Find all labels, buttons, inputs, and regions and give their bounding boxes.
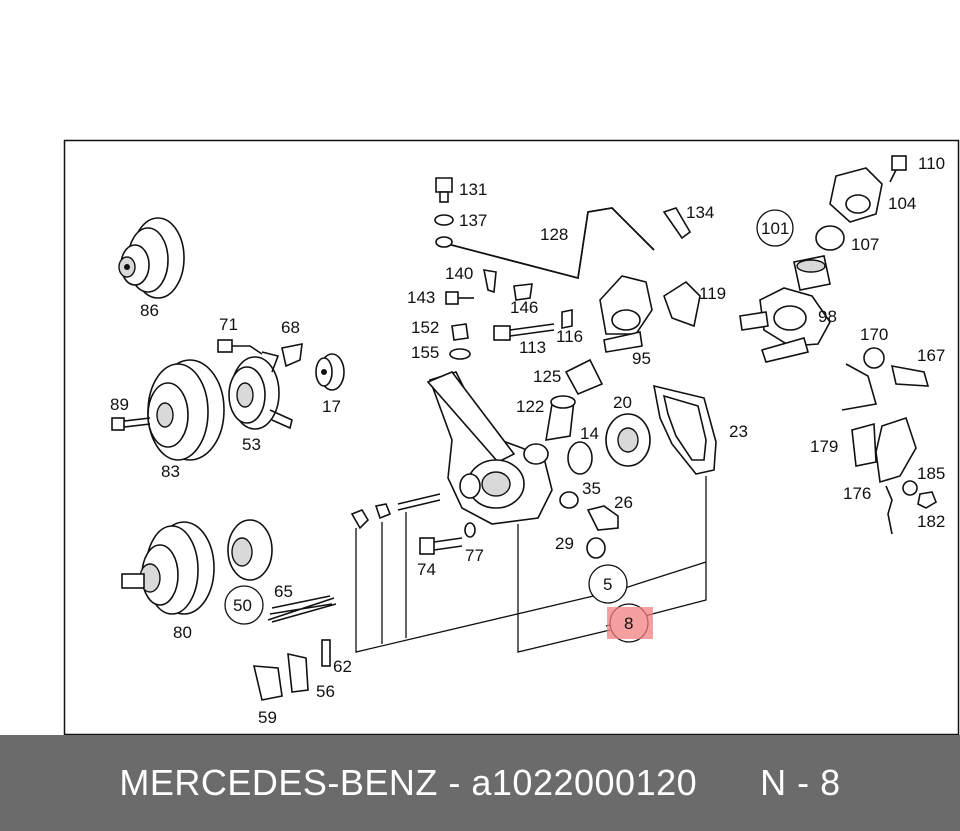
group-line — [355, 476, 707, 653]
callout-label: 143 — [407, 288, 435, 307]
stud-part — [350, 493, 441, 530]
callout-label: 155 — [411, 343, 439, 362]
footer-caption: MERCEDES-BENZ - a1022000120 N - 8 — [0, 735, 960, 831]
callout-label: 89 — [110, 395, 129, 414]
gasket-part — [663, 280, 701, 328]
callout-label: 98 — [818, 307, 837, 326]
bolt-part — [493, 309, 573, 341]
callout-circle — [588, 564, 628, 604]
callout-label: 86 — [140, 301, 159, 320]
callout-label: 185 — [917, 464, 945, 483]
callout-label: 83 — [161, 462, 180, 481]
callout-label: 167 — [917, 346, 945, 365]
bracket-part — [315, 353, 345, 391]
callout-label: 50 — [233, 596, 252, 615]
callout-label: 170 — [860, 325, 888, 344]
callout-label: 113 — [519, 338, 546, 357]
thermostat-part — [739, 155, 907, 363]
callout-label: 20 — [613, 393, 632, 412]
bracket-part — [252, 639, 331, 701]
brand-name: MERCEDES-BENZ — [119, 762, 438, 803]
highlight-box — [607, 607, 653, 639]
callout-label: 26 — [614, 493, 633, 512]
bolt-part — [419, 522, 476, 555]
footer-bar: MERCEDES-BENZ - a1022000120 N - 8 — [0, 735, 960, 831]
callout-label: 131 — [459, 180, 487, 199]
tensioner-part — [228, 351, 293, 430]
callout-label: 101 — [761, 219, 789, 238]
fitting-part — [559, 491, 619, 559]
callout-label: 140 — [445, 264, 473, 283]
callout-label: 29 — [555, 534, 574, 553]
callout-label: 68 — [281, 318, 300, 337]
callout-label: 17 — [322, 397, 341, 416]
callout-label: 182 — [917, 512, 945, 531]
callout-label: 152 — [411, 318, 439, 337]
bolt-part — [434, 177, 454, 248]
part-number: a1022000120 — [471, 762, 698, 803]
callout-label: 116 — [556, 327, 583, 346]
callout-label: 110 — [918, 154, 945, 173]
bolt-part — [445, 269, 533, 305]
fitting-part — [662, 207, 692, 240]
callout-label: 14 — [580, 424, 599, 443]
separator: - — [448, 762, 461, 803]
callout-label: 137 — [459, 211, 487, 230]
callout-label: 56 — [316, 682, 335, 701]
sensor-part — [841, 363, 937, 535]
sensor-part — [863, 347, 930, 387]
plug-part — [449, 323, 471, 360]
bolt-part — [217, 339, 303, 368]
hose-part — [545, 358, 604, 441]
water-pump-part — [426, 371, 553, 525]
spring-part — [267, 595, 337, 623]
pulley-part — [121, 521, 215, 615]
callout-circle — [224, 585, 264, 625]
callout-label: 125 — [533, 367, 561, 386]
callout-label: 23 — [729, 422, 748, 441]
callout-label: 119 — [699, 284, 726, 303]
callout-label: 74 — [417, 560, 436, 579]
impeller-part — [567, 413, 651, 475]
callout-label: 77 — [465, 546, 484, 565]
gasket-part — [652, 384, 717, 475]
callout-label: 146 — [510, 298, 538, 317]
callout-label: 65 — [274, 582, 293, 601]
pulley-part — [118, 217, 185, 299]
callout-label: 122 — [516, 397, 544, 416]
callout-label: 35 — [582, 479, 601, 498]
callout-label: 59 — [258, 708, 277, 727]
callout-label: 80 — [173, 623, 192, 642]
callout-label: 95 — [632, 349, 651, 368]
callout-circle — [756, 209, 794, 247]
callout-label: 71 — [219, 315, 238, 334]
callout-label: 128 — [540, 225, 568, 244]
diagram-frame — [63, 139, 960, 736]
callout-label: 5 — [603, 575, 612, 594]
pulley-part — [111, 359, 225, 461]
callout-label: 104 — [888, 194, 916, 213]
callout-label: 107 — [851, 235, 879, 254]
tensioner-part — [227, 519, 273, 581]
callout-label: 179 — [810, 437, 838, 456]
position-label: N - 8 — [760, 762, 841, 803]
callout-label: 176 — [843, 484, 871, 503]
callout-label: 134 — [686, 203, 714, 222]
callout-label: 53 — [242, 435, 261, 454]
callout-label: 62 — [333, 657, 352, 676]
callout-label: 8 — [624, 614, 633, 633]
housing-part — [599, 275, 653, 353]
